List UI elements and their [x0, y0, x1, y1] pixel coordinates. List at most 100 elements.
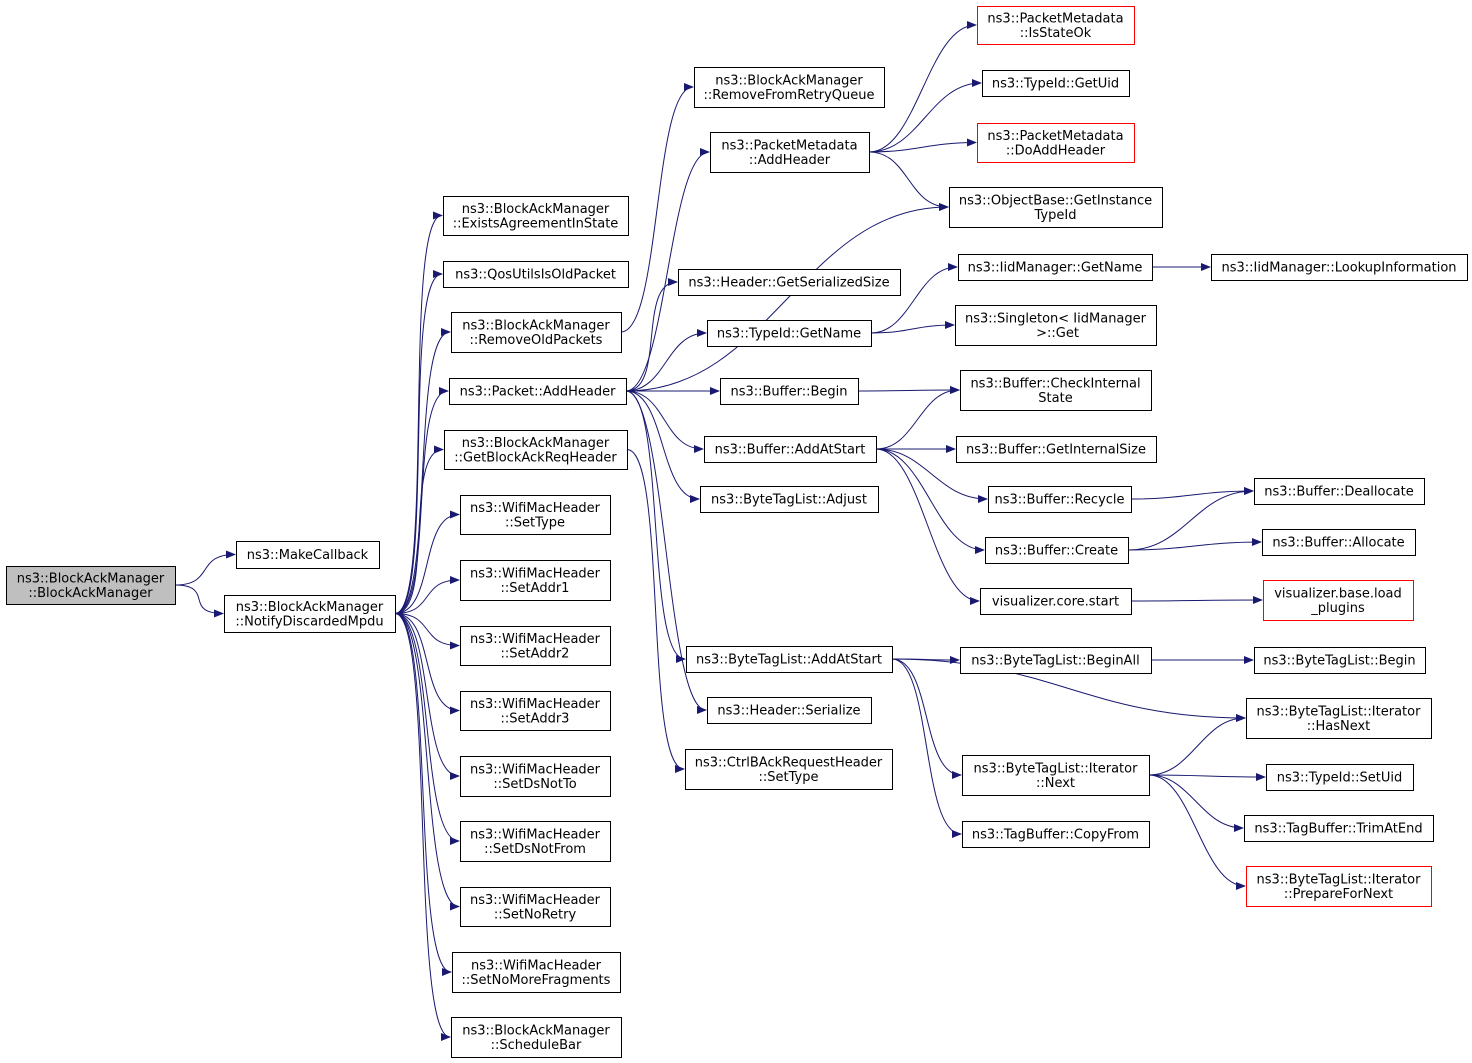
node-ns3-buffer-recycle[interactable]: ns3::Buffer::Recycle: [988, 486, 1132, 513]
node-ns3-singleton-iidmanager-get[interactable]: ns3::Singleton< IidManager >::Get: [955, 305, 1157, 346]
node-label: ::BlockAckManager: [28, 586, 153, 601]
node-ns3-packetmetadata-isstateok[interactable]: ns3::PacketMetadata::IsStateOk: [977, 6, 1135, 45]
call-nodes: ns3::BlockAckManager::BlockAckManagerns3…: [6, 6, 1468, 1058]
node-ns3-bytetaglist-begin[interactable]: ns3::ByteTagList::Begin: [1254, 647, 1426, 674]
node-label: ns3::WifiMacHeader: [470, 501, 601, 516]
edge-n0-to-n2: [174, 584, 224, 618]
node-box: [977, 123, 1135, 163]
node-box: [1266, 764, 1414, 791]
node-label: ::RemoveOldPackets: [470, 333, 603, 348]
node-box: [1254, 647, 1426, 674]
node-box: [985, 537, 1129, 564]
edge-n38-to-n39: [1127, 538, 1262, 551]
node-ns3-header-getserializedsize[interactable]: ns3::Header::GetSerializedSize: [678, 269, 901, 296]
node-box: [6, 566, 176, 605]
node-label: ns3::TagBuffer::TrimAtEnd: [1254, 822, 1422, 837]
node-label: ns3::BlockAckManager: [715, 73, 863, 88]
node-box: [460, 887, 611, 927]
node-ns3-bytetaglist-iterator-next[interactable]: ns3::ByteTagList::Iterator::Next: [962, 755, 1150, 796]
node-ns3-bytetaglist-beginall[interactable]: ns3::ByteTagList::BeginAll: [960, 647, 1152, 674]
node-ns3-iidmanager-lookupinformation[interactable]: ns3::IidManager::LookupInformation: [1211, 254, 1468, 281]
node-box: [224, 595, 396, 633]
node-label: ns3::CtrlBAckRequestHeader: [695, 755, 883, 770]
node-label: ns3::Buffer::CheckInternal: [970, 376, 1140, 391]
edge-n2-to-n8: [394, 510, 460, 614]
node-ns3-typeid-getuid[interactable]: ns3::TypeId::GetUid: [982, 70, 1130, 97]
node-ns3-buffer-create[interactable]: ns3::Buffer::Create: [985, 537, 1129, 564]
edge-n20-to-n33: [870, 321, 955, 334]
node-ns3-blockackmanager-removeoldpackets[interactable]: ns3::BlockAckManager::RemoveOldPackets: [451, 312, 622, 353]
node-label: ::NotifyDiscardedMpdu: [235, 614, 383, 629]
node-label: ns3::Buffer::Begin: [730, 385, 847, 400]
node-ns3-bytetaglist-iterator-hasnext[interactable]: ns3::ByteTagList::Iterator::HasNext: [1246, 698, 1432, 739]
node-box: [949, 187, 1163, 228]
node-label: ns3::Buffer::Deallocate: [1264, 485, 1413, 500]
node-ns3-wifimacheader-setnomorefragments[interactable]: ns3::WifiMacHeader::SetNoMoreFragments: [452, 952, 621, 993]
node-ns3-buffer-getinternalsize[interactable]: ns3::Buffer::GetInternalSize: [956, 436, 1157, 463]
edge-n2-to-n4: [394, 270, 443, 614]
node-ns3-bytetaglist-adjust[interactable]: ns3::ByteTagList::Adjust: [700, 486, 879, 513]
node-box: [449, 378, 627, 405]
node-ns3-packetmetadata-addheader[interactable]: ns3::PacketMetadata::AddHeader: [710, 132, 870, 173]
node-ns3-bytetaglist-addatstart[interactable]: ns3::ByteTagList::AddAtStart: [686, 646, 893, 673]
node-label: ns3::Header::GetSerializedSize: [688, 276, 889, 291]
node-ns3-typeid-getname[interactable]: ns3::TypeId::GetName: [707, 320, 872, 347]
node-box: [460, 495, 611, 535]
node-box: [1211, 254, 1468, 281]
node-ns3-iidmanager-getname[interactable]: ns3::IidManager::GetName: [958, 254, 1153, 281]
node-ns3-buffer-allocate[interactable]: ns3::Buffer::Allocate: [1262, 529, 1416, 556]
node-label: ns3::WifiMacHeader: [470, 632, 601, 647]
node-label: ns3::IidManager::LookupInformation: [1221, 261, 1456, 276]
node-ns3-tagbuffer-trimatend[interactable]: ns3::TagBuffer::TrimAtEnd: [1244, 815, 1434, 842]
node-ns3-buffer-addatstart[interactable]: ns3::Buffer::AddAtStart: [704, 436, 877, 463]
node-ns3-typeid-setuid[interactable]: ns3::TypeId::SetUid: [1266, 764, 1414, 791]
node-ns3-blockackmanager-getblockackreqheader[interactable]: ns3::BlockAckManager::GetBlockAckReqHead…: [444, 430, 628, 470]
edge-n2-to-n13: [394, 613, 460, 845]
node-ns3-wifimacheader-setaddr2[interactable]: ns3::WifiMacHeader::SetAddr2: [460, 626, 611, 666]
node-ns3-header-serialize[interactable]: ns3::Header::Serialize: [707, 697, 872, 724]
node-label: ::SetDsNotTo: [493, 777, 576, 792]
node-ns3-ctrlbackrequestheader-settype[interactable]: ns3::CtrlBAckRequestHeader::SetType: [685, 749, 893, 790]
node-ns3-bytetaglist-iterator-preparefornext[interactable]: ns3::ByteTagList::Iterator::PrepareForNe…: [1246, 866, 1432, 907]
node-visualizer-core-start[interactable]: visualizer.core.start: [980, 588, 1132, 615]
node-ns3-wifimacheader-settype[interactable]: ns3::WifiMacHeader::SetType: [460, 495, 611, 535]
node-label: State: [1038, 391, 1072, 406]
node-ns3-blockackmanager-blockackmanager[interactable]: ns3::BlockAckManager::BlockAckManager: [6, 566, 176, 605]
edge-n38-to-n37: [1127, 487, 1254, 551]
node-ns3-makecallback[interactable]: ns3::MakeCallback: [236, 541, 380, 569]
node-ns3-buffer-deallocate[interactable]: ns3::Buffer::Deallocate: [1254, 478, 1425, 505]
node-box: [960, 647, 1152, 674]
node-label: ns3::Buffer::Create: [995, 544, 1118, 559]
node-ns3-blockackmanager-existsagreementinstate[interactable]: ns3::BlockAckManager::ExistsAgreementInS…: [443, 196, 629, 236]
node-visualizer-base-load-plugins[interactable]: visualizer.base.load_plugins: [1263, 580, 1414, 621]
node-box: [1244, 815, 1434, 842]
node-ns3-wifimacheader-setnoretry[interactable]: ns3::WifiMacHeader::SetNoRetry: [460, 887, 611, 927]
node-ns3-wifimacheader-setdsnotfrom[interactable]: ns3::WifiMacHeader::SetDsNotFrom: [460, 821, 611, 862]
edge-n21-to-n34: [857, 386, 960, 395]
node-ns3-blockackmanager-notifydiscardedmpdu[interactable]: ns3::BlockAckManager::NotifyDiscardedMpd…: [224, 595, 396, 633]
edge-n45-to-n47: [1148, 774, 1244, 832]
node-ns3-packetmetadata-doaddheader[interactable]: ns3::PacketMetadata::DoAddHeader: [977, 123, 1135, 163]
node-ns3-blockackmanager-schedulebar[interactable]: ns3::BlockAckManager::ScheduleBar: [451, 1017, 622, 1058]
node-label: ns3::BlockAckManager: [462, 436, 610, 451]
node-label: ns3::Buffer::GetInternalSize: [966, 443, 1146, 458]
node-ns3-wifimacheader-setaddr3[interactable]: ns3::WifiMacHeader::SetAddr3: [460, 691, 611, 731]
edge-n24-to-n45: [891, 658, 962, 779]
node-ns3-wifimacheader-setdsnotto[interactable]: ns3::WifiMacHeader::SetDsNotTo: [460, 756, 611, 797]
node-ns3-qosutilsisoldpacket[interactable]: ns3::QosUtilsIsOldPacket: [443, 261, 629, 288]
node-ns3-buffer-begin[interactable]: ns3::Buffer::Begin: [720, 378, 859, 405]
node-ns3-tagbuffer-copyfrom[interactable]: ns3::TagBuffer::CopyFrom: [962, 821, 1150, 848]
node-ns3-blockackmanager-removefromretryqueue[interactable]: ns3::BlockAckManager::RemoveFromRetryQue…: [694, 67, 885, 108]
edge-n45-to-n46: [1148, 772, 1266, 781]
node-label: ns3::MakeCallback: [247, 548, 369, 563]
edge-n18-to-n29: [868, 138, 977, 153]
node-label: ns3::Buffer::AddAtStart: [715, 443, 866, 458]
node-ns3-packet-addheader[interactable]: ns3::Packet::AddHeader: [449, 378, 627, 405]
node-label: _plugins: [1310, 601, 1365, 616]
node-label: ns3::Packet::AddHeader: [460, 385, 616, 400]
node-ns3-wifimacheader-setaddr1[interactable]: ns3::WifiMacHeader::SetAddr1: [460, 560, 611, 601]
node-label: ::RemoveFromRetryQueue: [703, 88, 874, 103]
edge-n6-to-n30: [625, 203, 949, 392]
